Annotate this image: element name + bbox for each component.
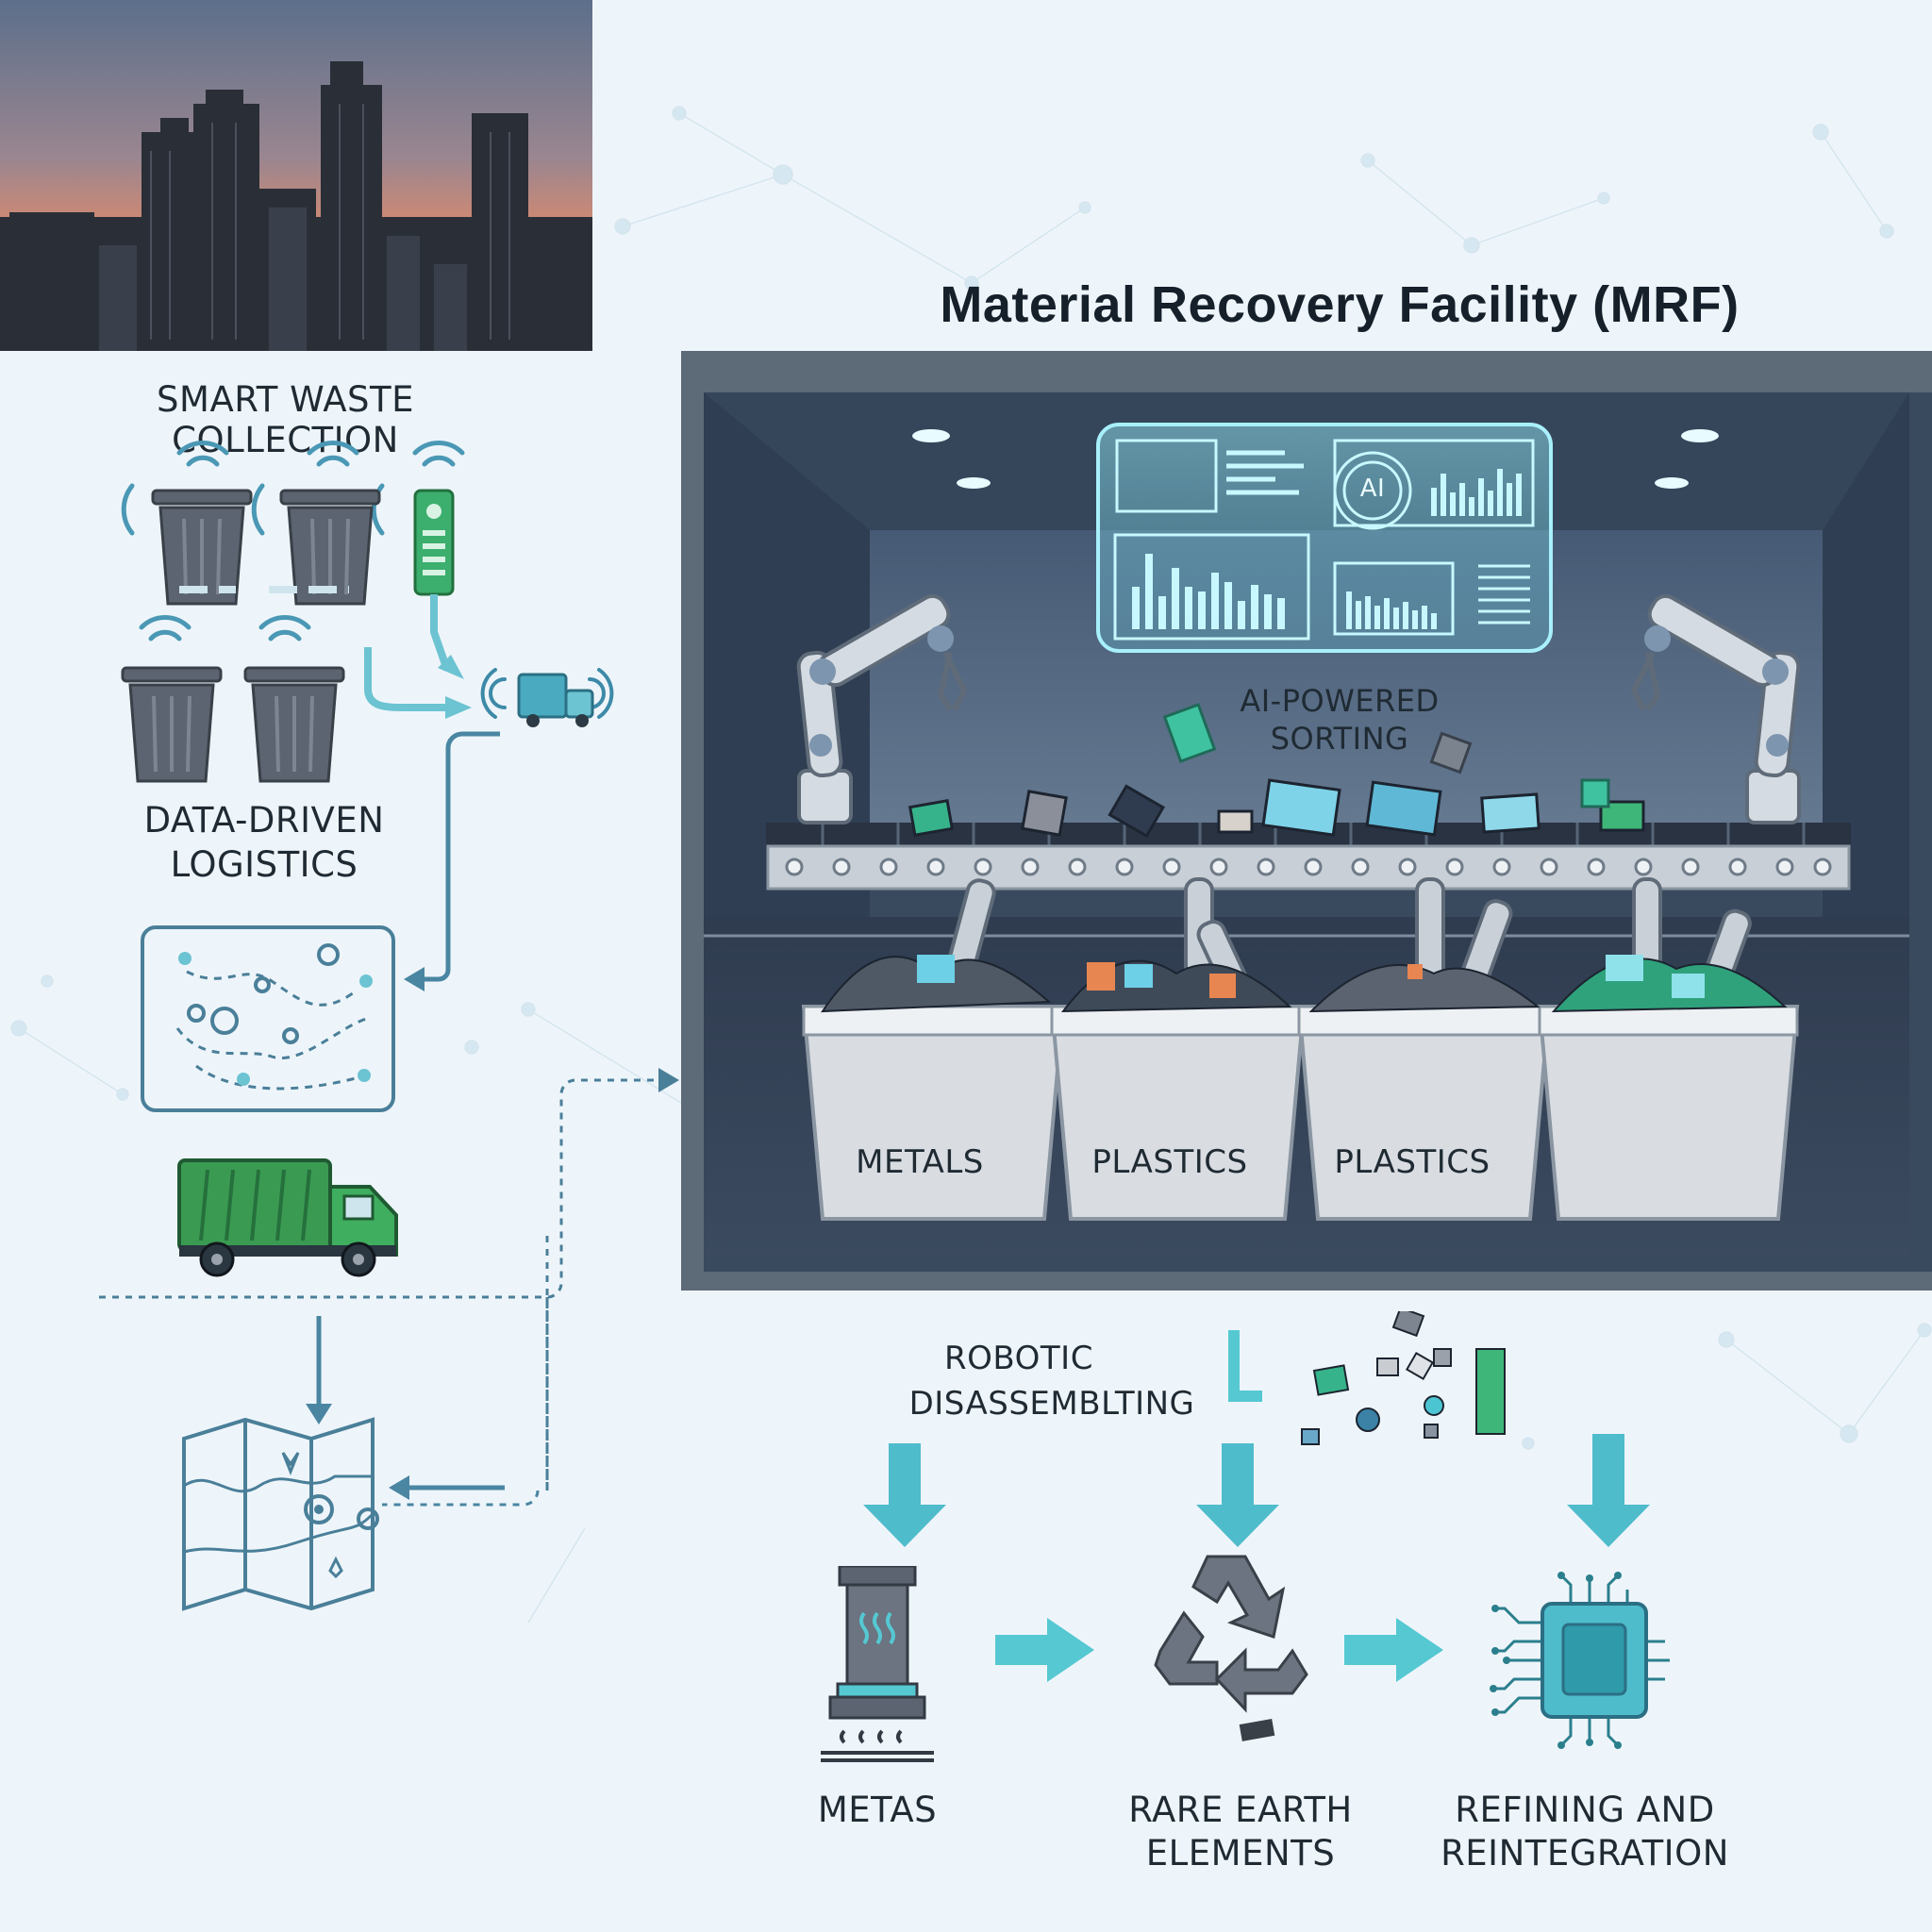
city-skyline	[0, 0, 592, 351]
smart-waste-label: SMART WASTE COLLECTION	[157, 379, 414, 460]
smart-bins	[121, 441, 472, 783]
process-arrows	[995, 1618, 1443, 1682]
mrf-facility	[681, 351, 1932, 1291]
dashed-flow-lines	[99, 1068, 679, 1491]
data-driven-label-line2: LOGISTICS	[170, 844, 358, 885]
robotic-label-line2: DISASSEMBLTING	[908, 1385, 1195, 1423]
bin-label-plastics-2: PLASTICS	[1334, 1143, 1491, 1181]
folded-map-icon	[182, 1417, 379, 1611]
data-driven-label-line1: DATA-DRIVEN	[143, 800, 385, 841]
route-map-card	[141, 925, 395, 1112]
output-label-refining-line1: REFINING AND	[1455, 1790, 1715, 1830]
logistics-connector	[404, 731, 500, 991]
output-label-rare-earth-line2: ELEMENTS	[1145, 1833, 1336, 1874]
ai-badge: AI	[1359, 475, 1386, 503]
ai-sorting-label-line1: AI-POWERED	[1240, 683, 1440, 719]
robotic-label-line1: ROBOTIC	[944, 1340, 1093, 1377]
recycle-icon	[1154, 1555, 1308, 1741]
ai-sorting-label-line2: SORTING	[1270, 721, 1409, 757]
smart-truck-icon	[480, 668, 614, 727]
bin-label-plastics: PLASTICS	[1091, 1143, 1248, 1181]
mrf-title: Material Recovery Facility (MRF)	[940, 276, 1740, 333]
output-flow	[863, 1311, 1650, 1547]
output-label-rare-earth-line1: RARE EARTH	[1128, 1790, 1353, 1830]
output-label-refining-line2: REINTEGRATION	[1441, 1833, 1729, 1874]
chip-icon	[1490, 1572, 1670, 1749]
output-label-metas: METAS	[817, 1790, 938, 1830]
map-connectors	[306, 1316, 540, 1507]
bin-label-metals: METALS	[856, 1143, 984, 1181]
garbage-truck-icon	[177, 1158, 398, 1277]
smelter-icon	[821, 1566, 934, 1762]
